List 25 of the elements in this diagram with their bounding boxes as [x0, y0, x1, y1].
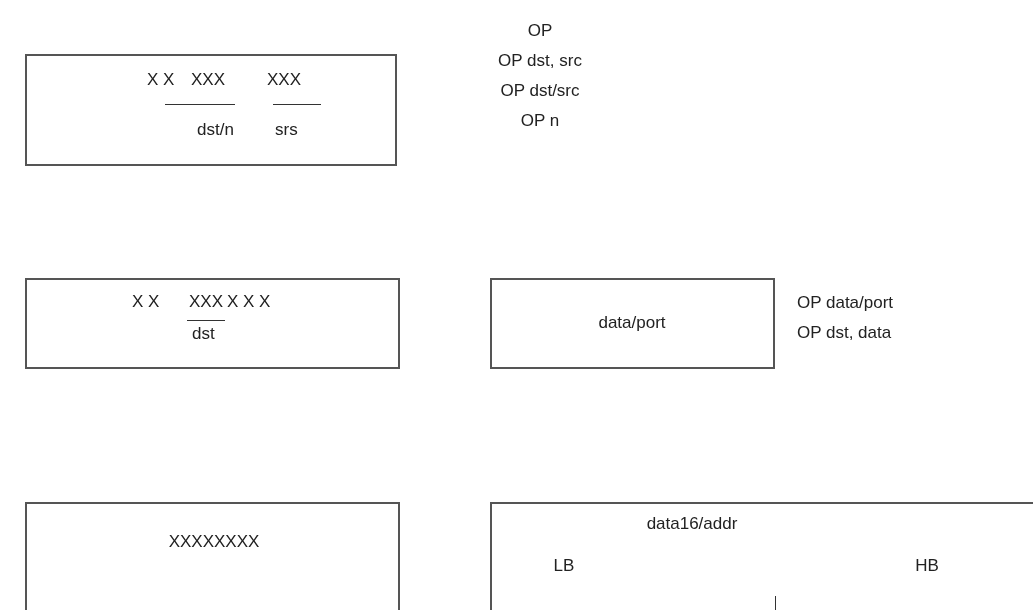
- field-label: XXX: [191, 70, 226, 90]
- field-label: X X: [147, 70, 175, 90]
- mnemonic-text: OP dst, src: [498, 50, 582, 72]
- mnemonic-text: OP data/port: [797, 292, 894, 314]
- field-label: HB: [915, 556, 939, 576]
- data-field-box: [490, 278, 775, 369]
- mnemonic-text: OP dst/src: [500, 80, 580, 102]
- field-label: XXXXXXXX: [168, 532, 260, 552]
- field-label: X X X: [227, 292, 271, 312]
- opcode-box: [25, 502, 400, 610]
- field-label: XXX: [267, 70, 302, 90]
- field-label: data16/addr: [646, 514, 738, 534]
- field-label: X X: [132, 292, 160, 312]
- field-label: LB: [553, 556, 575, 576]
- field-label: srs: [275, 120, 298, 140]
- instruction-format-box: [25, 54, 397, 166]
- mnemonic-text: OP: [527, 20, 553, 42]
- mnemonic-text: OP n: [520, 110, 560, 132]
- field-label: data/port: [598, 313, 666, 333]
- field-label: XXX: [189, 292, 224, 312]
- instruction-format-box: [25, 278, 400, 369]
- field-label: dst: [192, 324, 215, 344]
- field-label: dst/n: [197, 120, 234, 140]
- data-field-box: [490, 502, 1033, 610]
- mnemonic-text: OP dst, data: [797, 322, 892, 344]
